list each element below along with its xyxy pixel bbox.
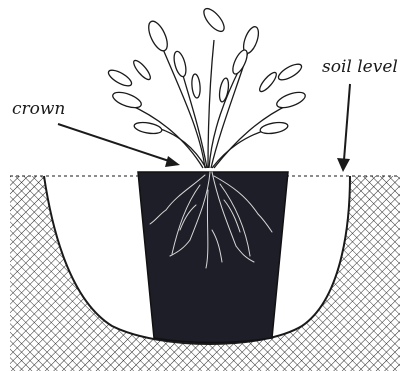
soil-level-arrow bbox=[337, 84, 350, 172]
root-ball bbox=[138, 172, 288, 343]
plant-foliage bbox=[106, 5, 307, 168]
soil-level-label: soil level bbox=[322, 59, 398, 76]
crown-label: crown bbox=[12, 101, 65, 118]
